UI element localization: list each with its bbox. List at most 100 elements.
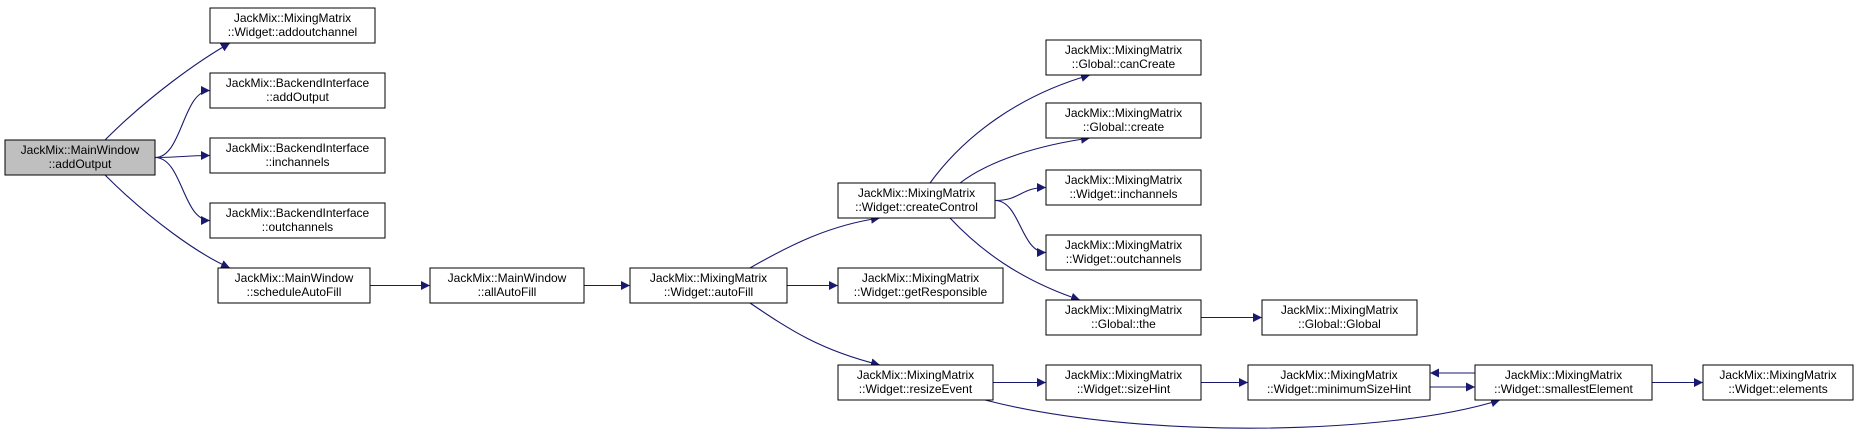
node-elements[interactable]: JackMix::MixingMatrix::Widget::elements (1702, 364, 1854, 401)
node-label-line: ::Widget::resizeEvent (859, 382, 973, 396)
edge-createControl-to-canCreate (929, 73, 1091, 184)
node-box (1045, 39, 1202, 76)
node-addoutchannel[interactable]: JackMix::MixingMatrix::Widget::addoutcha… (209, 7, 376, 44)
node-box (1045, 364, 1202, 401)
edge-root-to-inchannelsBI (154, 151, 211, 161)
node-box (1045, 299, 1202, 336)
node-label-line: ::Widget::elements (1728, 382, 1827, 396)
edge-createControl-to-outchannelsW (994, 199, 1047, 257)
node-addOutputBI[interactable]: JackMix::BackendInterface::addOutput (209, 72, 386, 109)
node-label-line: JackMix::MixingMatrix (858, 186, 975, 200)
node-box (217, 267, 371, 304)
node-scheduleAutoFill[interactable]: JackMix::MainWindow::scheduleAutoFill (217, 267, 371, 304)
node-label-line: JackMix::MixingMatrix (1719, 368, 1836, 382)
node-box (429, 267, 585, 304)
node-label-line: ::Widget::outchannels (1066, 252, 1181, 266)
node-label-line: JackMix::MixingMatrix (1281, 303, 1398, 317)
node-label-line: JackMix::MixingMatrix (1065, 238, 1182, 252)
edge-autoFill-to-resizeEvent (749, 302, 881, 368)
node-label-line: ::Widget::createControl (855, 200, 978, 214)
node-box (209, 72, 386, 109)
node-box (4, 139, 156, 176)
node-label-line: JackMix::MixingMatrix (862, 271, 979, 285)
node-label-line: ::scheduleAutoFill (247, 285, 342, 299)
node-allAutoFill[interactable]: JackMix::MainWindow::allAutoFill (429, 267, 585, 304)
node-label-line: ::Global::the (1091, 317, 1156, 331)
node-label-line: ::Widget::getResponsible (854, 285, 988, 299)
node-box (837, 182, 996, 219)
node-minimumSizeHint[interactable]: JackMix::MixingMatrix::Widget::minimumSi… (1247, 364, 1431, 401)
node-label-line: ::outchannels (262, 220, 333, 234)
node-box (209, 202, 386, 239)
node-label-line: ::Widget::sizeHint (1077, 382, 1171, 396)
node-label-line: ::Global::canCreate (1072, 57, 1176, 71)
node-box (1045, 169, 1202, 206)
node-label-line: ::inchannels (265, 155, 329, 169)
node-label-line: ::Widget::minimumSizeHint (1267, 382, 1412, 396)
node-Global[interactable]: JackMix::MixingMatrix::Global::Global (1261, 299, 1418, 336)
node-autoFill[interactable]: JackMix::MixingMatrix::Widget::autoFill (629, 267, 788, 304)
node-resizeEvent[interactable]: JackMix::MixingMatrix::Widget::resizeEve… (837, 364, 994, 401)
node-box (1702, 364, 1854, 401)
edge-root-to-outchannelsBI (154, 156, 211, 225)
node-label-line: JackMix::MixingMatrix (1505, 368, 1622, 382)
node-label-line: JackMix::MainWindow (448, 271, 567, 285)
node-label-line: JackMix::MixingMatrix (1065, 368, 1182, 382)
node-box (209, 7, 376, 44)
node-sizeHint[interactable]: JackMix::MixingMatrix::Widget::sizeHint (1045, 364, 1202, 401)
node-createControl[interactable]: JackMix::MixingMatrix::Widget::createCon… (837, 182, 996, 219)
node-label-line: ::Widget::inchannels (1069, 187, 1177, 201)
node-label-line: JackMix::MixingMatrix (857, 368, 974, 382)
node-label-line: JackMix::MixingMatrix (1280, 368, 1397, 382)
node-root[interactable]: JackMix::MainWindow::addOutput (4, 139, 156, 176)
node-label-line: ::addOutput (266, 90, 329, 104)
function-nodes: JackMix::MainWindow::addOutputJackMix::M… (4, 7, 1854, 401)
node-label-line: JackMix::MixingMatrix (650, 271, 767, 285)
node-box (1261, 299, 1418, 336)
node-box (837, 267, 1004, 304)
node-label-line: ::addOutput (49, 157, 112, 171)
node-smallestElement[interactable]: JackMix::MixingMatrix::Widget::smallestE… (1474, 364, 1653, 401)
call-edges (104, 42, 1703, 429)
node-create[interactable]: JackMix::MixingMatrix::Global::create (1045, 102, 1202, 139)
node-label-line: JackMix::MainWindow (235, 271, 354, 285)
node-label-line: JackMix::MixingMatrix (234, 11, 351, 25)
node-label-line: ::Global::create (1083, 120, 1165, 134)
node-getResponsible[interactable]: JackMix::MixingMatrix::Widget::getRespon… (837, 267, 1004, 304)
edge-root-to-addoutchannel (104, 42, 231, 141)
node-label-line: JackMix::MixingMatrix (1065, 106, 1182, 120)
node-box (1474, 364, 1653, 401)
node-outchannelsBI[interactable]: JackMix::BackendInterface::outchannels (209, 202, 386, 239)
node-label-line: ::allAutoFill (478, 285, 537, 299)
node-inchannelsBI[interactable]: JackMix::BackendInterface::inchannels (209, 137, 386, 174)
edge-createControl-to-the (949, 217, 1081, 302)
node-label-line: JackMix::MixingMatrix (1065, 43, 1182, 57)
node-box (837, 364, 994, 401)
node-label-line: JackMix::BackendInterface (226, 206, 370, 220)
node-outchannelsW[interactable]: JackMix::MixingMatrix::Widget::outchanne… (1045, 234, 1202, 271)
node-inchannelsW[interactable]: JackMix::MixingMatrix::Widget::inchannel… (1045, 169, 1202, 206)
edge-root-to-scheduleAutoFill (104, 174, 231, 269)
node-label-line: ::Widget::addoutchannel (228, 25, 357, 39)
edge-createControl-to-create (959, 134, 1091, 184)
node-label-line: JackMix::BackendInterface (226, 141, 370, 155)
node-label-line: ::Widget::autoFill (664, 285, 753, 299)
node-box (629, 267, 788, 304)
edge-createControl-to-inchannelsW (994, 183, 1047, 202)
node-canCreate[interactable]: JackMix::MixingMatrix::Global::canCreate (1045, 39, 1202, 76)
node-box (1247, 364, 1431, 401)
node-label-line: JackMix::BackendInterface (226, 76, 370, 90)
node-the[interactable]: JackMix::MixingMatrix::Global::the (1045, 299, 1202, 336)
node-label-line: JackMix::MixingMatrix (1065, 173, 1182, 187)
edge-root-to-addOutputBI (154, 86, 211, 159)
node-box (1045, 234, 1202, 271)
edge-resizeEvent-to-smallestElement (984, 398, 1501, 429)
node-label-line: ::Widget::smallestElement (1494, 382, 1633, 396)
node-label-line: JackMix::MixingMatrix (1065, 303, 1182, 317)
edge-autoFill-to-createControl (749, 214, 881, 269)
node-box (1045, 102, 1202, 139)
node-label-line: ::Global::Global (1298, 317, 1381, 331)
node-box (209, 137, 386, 174)
node-label-line: JackMix::MainWindow (21, 143, 140, 157)
